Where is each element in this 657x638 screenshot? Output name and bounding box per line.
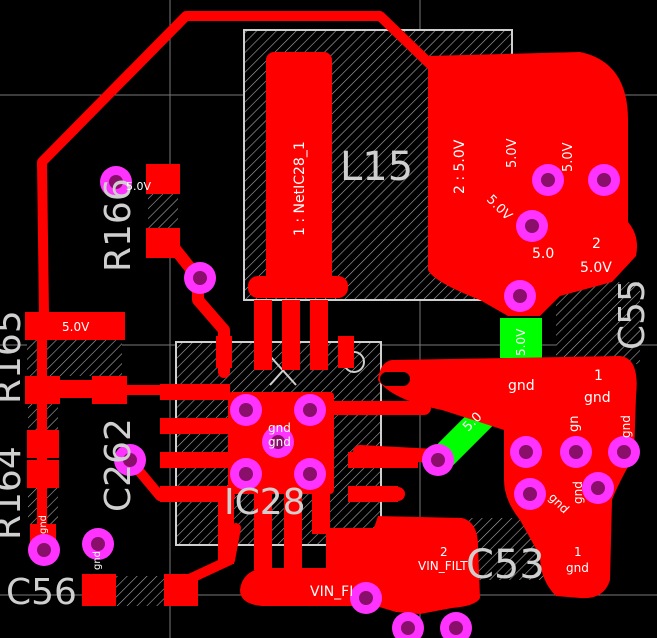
via <box>350 582 382 614</box>
via <box>582 472 614 504</box>
net-gnd-c53: gnd <box>566 561 589 575</box>
via <box>82 528 114 560</box>
net-pin1-c53: 1 <box>574 545 582 559</box>
r165-pad-1 <box>25 312 125 340</box>
net-pin2: 2 <box>592 236 601 252</box>
net-v5-b: 5.0V <box>561 142 576 172</box>
designator-ic28: IC28 <box>224 482 306 523</box>
copper <box>25 52 637 614</box>
designator-c53: C53 <box>466 542 545 588</box>
ic28-gnd-slot <box>380 372 410 386</box>
net-v5-r166: 5.0V <box>126 180 151 193</box>
c56-pad-2 <box>164 574 198 606</box>
r165-pad-2 <box>25 376 60 404</box>
r165-pad-4 <box>60 380 92 398</box>
vias <box>28 164 640 638</box>
via <box>294 394 326 426</box>
net-gnd-r164: gnd <box>38 515 49 534</box>
via <box>294 458 326 490</box>
via <box>516 210 548 242</box>
via <box>514 478 546 510</box>
ic28-pad-left-4 <box>160 486 230 502</box>
net-gnd-ic-1: gnd <box>268 421 291 435</box>
via <box>28 534 60 566</box>
net-gnd-ic-2: gnd <box>268 435 291 449</box>
net-l15-pad2: 2 : 5.0V <box>452 139 468 194</box>
net-gnd-c55-2: gn <box>567 416 582 433</box>
r166-pad-1 <box>146 164 180 194</box>
ic28-pad-top-2 <box>282 300 300 370</box>
designator-r164: R164 <box>0 446 29 540</box>
ic28-pad-right-1 <box>348 452 418 468</box>
net-gnd-c56: gnd <box>92 551 103 570</box>
net-labels: 1 : NetIC28_1 2 : 5.0V 5.0V 5.0V 5.0V 5.… <box>38 138 633 600</box>
ic28-pad-right-2 <box>348 486 398 502</box>
designator-c56: C56 <box>6 572 77 613</box>
r166-pad-2 <box>146 228 180 258</box>
net-v5-e: 5.0V <box>580 260 612 276</box>
ic28-pad-top-1 <box>254 300 272 370</box>
ic28-pad-left-2 <box>160 418 230 434</box>
net-gnd-c55-4: gnd <box>571 481 585 504</box>
via <box>422 444 454 476</box>
via <box>440 612 472 638</box>
net-gnd-c55-3: gnd <box>619 415 633 438</box>
net-l15-pad1: 1 : NetIC28_1 <box>292 141 308 236</box>
ic28-pad-bottom-1 <box>218 494 234 564</box>
ic28-pad-left-1 <box>160 384 230 400</box>
l15-pad-1 <box>266 52 332 298</box>
designators: L15 R166 R165 R164 C262 IC28 C56 C53 C55 <box>0 144 653 613</box>
via <box>504 280 536 312</box>
net-gnd-c55-1: gnd <box>584 390 611 406</box>
net-vin-filt-trace: VIN_FI <box>310 584 353 600</box>
ic28-pad-top-4 <box>216 336 232 368</box>
designator-r166: R166 <box>98 178 139 272</box>
via <box>588 164 620 196</box>
via <box>262 426 294 458</box>
c56-body <box>115 576 167 606</box>
net-v5-a: 5.0V <box>505 138 520 168</box>
pad-green <box>500 318 542 358</box>
via <box>230 394 262 426</box>
net-gnd-main: gnd <box>508 378 535 394</box>
l15-pad-1-foot <box>248 276 348 298</box>
ic28-pad-top-5 <box>338 336 354 368</box>
via <box>560 436 592 468</box>
via <box>510 436 542 468</box>
r164-pad-2 <box>27 460 59 488</box>
designator-r165: R165 <box>0 310 29 404</box>
designator-l15: L15 <box>340 144 413 190</box>
gnd-pour <box>378 356 637 599</box>
c56-pad-1 <box>82 574 116 606</box>
c55-body <box>556 282 640 364</box>
net-vin-filt-pad: VIN_FILT <box>418 559 468 573</box>
trace-top-loop <box>37 11 437 321</box>
ic28-pad-bottom-3 <box>284 494 302 570</box>
via <box>392 612 424 638</box>
vin-filt-pour <box>240 516 480 614</box>
net-v5-green-pad: 5.0V <box>514 328 528 356</box>
designator-c262: C262 <box>98 418 139 512</box>
ic28-pad-bottom-2 <box>254 494 272 570</box>
via <box>184 262 216 294</box>
via <box>114 444 146 476</box>
via <box>230 458 262 490</box>
net-pin1-c55: 1 <box>594 368 603 384</box>
ic28-outline <box>175 341 382 546</box>
net-pin2-c53: 2 <box>440 545 448 559</box>
net-v5-r165: 5.0V <box>62 320 90 334</box>
net-v5-d: 5.0 <box>532 246 554 262</box>
via <box>608 436 640 468</box>
via <box>532 164 564 196</box>
r165-pad-3 <box>92 376 127 404</box>
designator-c55: C55 <box>612 279 653 350</box>
r164-pad-1 <box>27 430 59 458</box>
l15-pad-2 <box>428 52 637 316</box>
ic28-pad-left-3 <box>160 452 230 468</box>
ic28-pad-bottom-4 <box>312 494 330 534</box>
r166-body <box>148 194 178 228</box>
via <box>100 166 132 198</box>
ic28-pad-top-3 <box>310 300 328 370</box>
